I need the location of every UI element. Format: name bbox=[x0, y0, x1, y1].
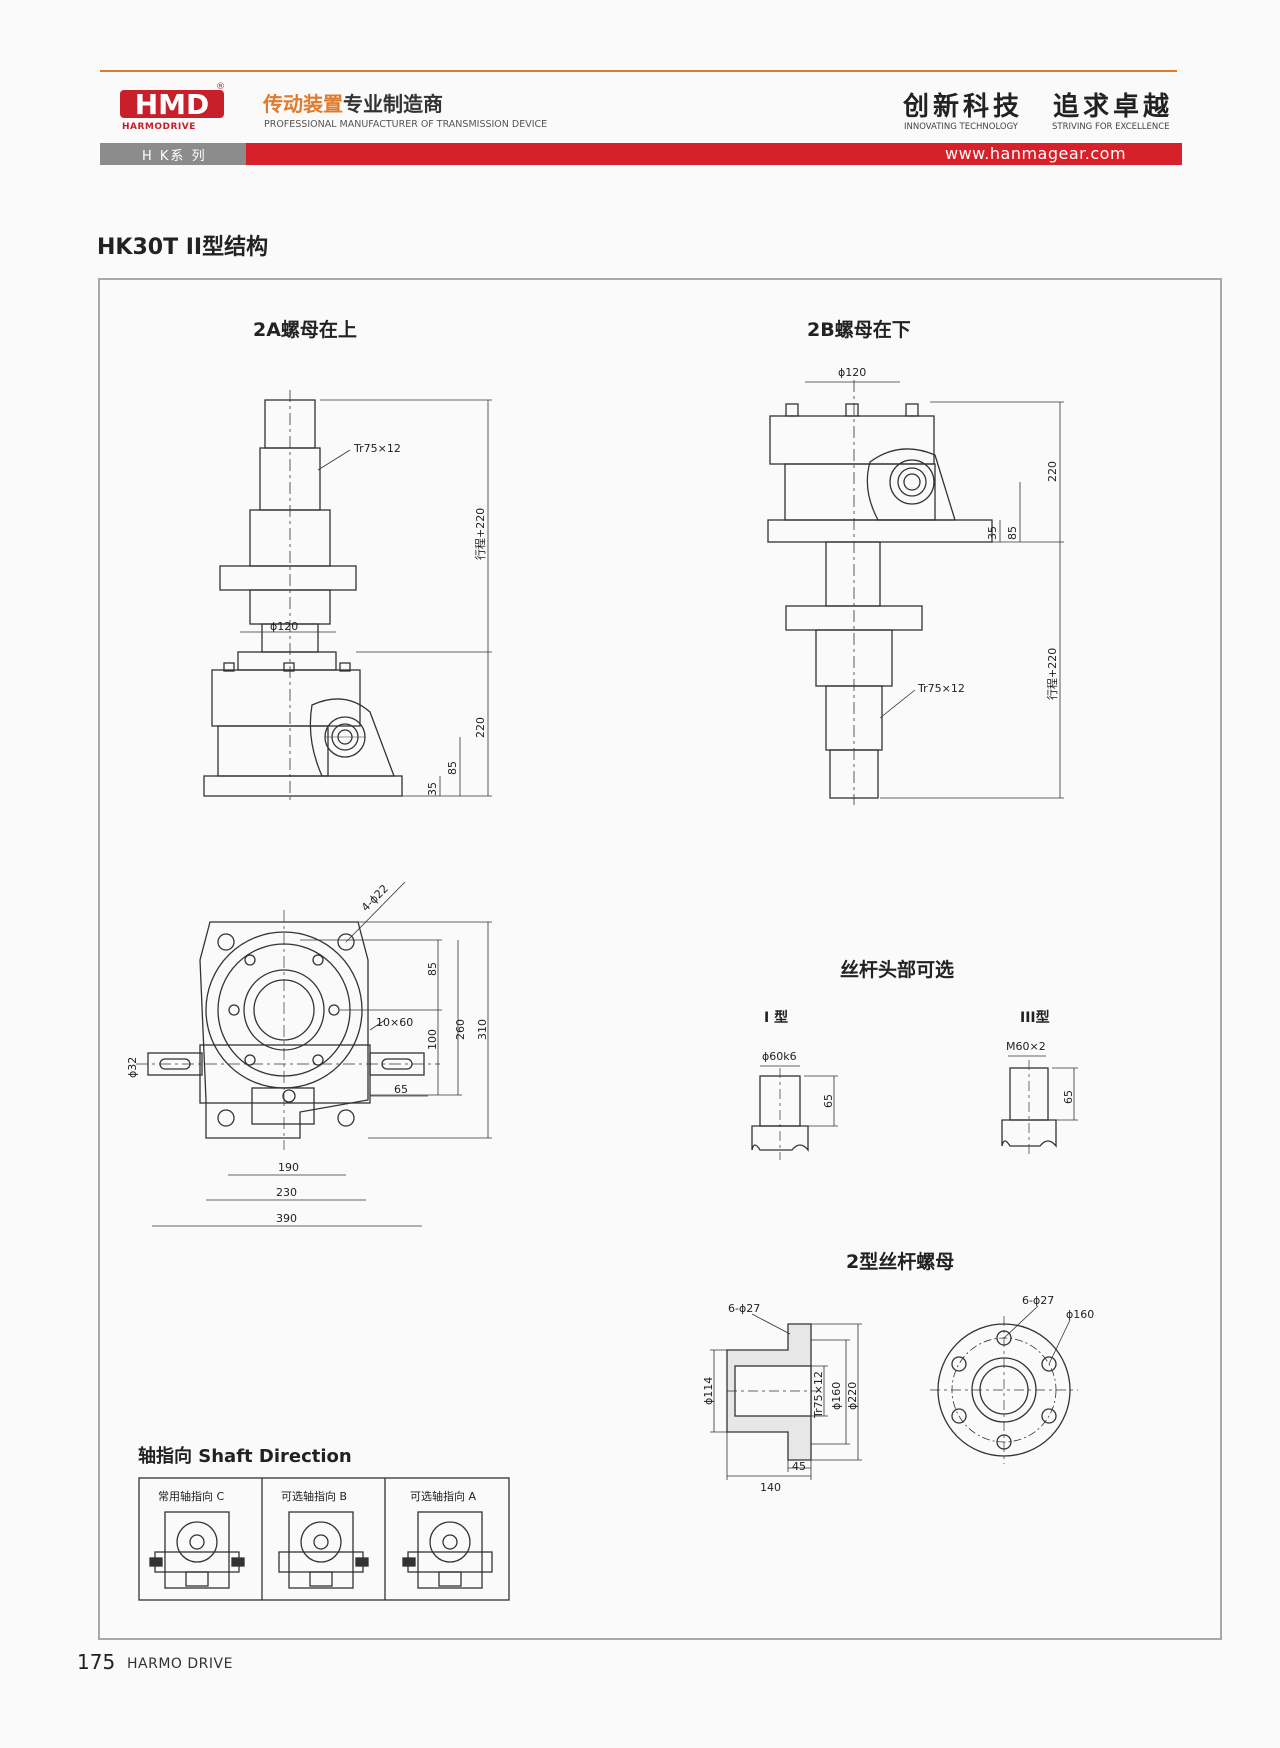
header-top-line bbox=[100, 70, 1177, 72]
header-red-bar bbox=[246, 143, 1182, 165]
view-2b-thread: Tr75×12 bbox=[917, 682, 965, 695]
nut-dia-220: ϕ220 bbox=[846, 1382, 859, 1410]
view-2b-dim-220: 220 bbox=[1046, 461, 1059, 482]
footer-brand: HARMO DRIVE bbox=[127, 1656, 233, 1672]
nut-thread: Tr75×12 bbox=[812, 1371, 825, 1419]
nut-dia-114: ϕ114 bbox=[702, 1377, 715, 1405]
tagline-english: PROFESSIONAL MANUFACTURER OF TRANSMISSIO… bbox=[264, 119, 548, 130]
tagline-part1: 传动装置 bbox=[263, 92, 343, 116]
nut-drawing: 2型丝杆螺母 6-ϕ27 ϕ114 Tr75×12 ϕ160 ϕ220 140 … bbox=[702, 1250, 1094, 1494]
top-view-dim-260: 260 bbox=[454, 1019, 467, 1040]
series-bar bbox=[100, 143, 246, 165]
view-2a-thread: Tr75×12 bbox=[353, 442, 401, 455]
nut-len-140: 140 bbox=[760, 1481, 781, 1494]
series-label: H K系 列 bbox=[142, 149, 207, 164]
top-view-dim-230: 230 bbox=[276, 1186, 297, 1199]
screw-head-type3-len: 65 bbox=[1062, 1090, 1075, 1104]
shaft-direction: 轴指向 Shaft Direction 常用轴指向 C 可选轴指向 B 可选轴指… bbox=[138, 1445, 510, 1601]
view-2a-dim-220: 220 bbox=[474, 717, 487, 738]
slogan-excellence: 追求卓越 bbox=[1053, 92, 1174, 122]
screw-head-type3-label: III型 bbox=[1020, 1009, 1050, 1026]
tagline-part2: 专业制造商 bbox=[343, 92, 443, 116]
website-link[interactable]: www.hanmagear.com bbox=[945, 144, 1127, 163]
view-2a-dim-35: 35 bbox=[426, 782, 439, 796]
page-number: 175 bbox=[77, 1650, 116, 1674]
tagline: 传动装置专业制造商 bbox=[263, 88, 443, 117]
view-2a-diameter: ϕ120 bbox=[270, 620, 298, 633]
slogan-excellence-english: STRIVING FOR EXCELLENCE bbox=[1052, 122, 1170, 132]
slogan-innovation: 创新科技 bbox=[903, 92, 1024, 122]
page-title: HK30T II型结构 bbox=[97, 235, 269, 260]
registered-mark: ® bbox=[216, 82, 225, 92]
top-view-key: 10×60 bbox=[376, 1016, 413, 1029]
top-view-shaft-dia: ϕ32 bbox=[126, 1057, 139, 1078]
top-view: 4-ϕ22 85 100 260 310 10×60 ϕ32 65 190 23… bbox=[126, 881, 492, 1227]
shaft-direction-cell-c: 常用轴指向 C bbox=[158, 1489, 224, 1503]
view-2b-title: 2B螺母在下 bbox=[807, 318, 911, 341]
view-2b-dim-35: 35 bbox=[986, 526, 999, 540]
screw-head-type1-label: I 型 bbox=[764, 1009, 788, 1026]
top-view-holes: 4-ϕ22 bbox=[359, 882, 391, 914]
screw-head-options: 丝杆头部可选 I 型 III型 ϕ60k6 M60×2 65 65 bbox=[751, 958, 1078, 1160]
nut-holes-side: 6-ϕ27 bbox=[728, 1302, 760, 1315]
top-view-dim-100: 100 bbox=[426, 1029, 439, 1050]
slogan-innovation-english: INNOVATING TECHNOLOGY bbox=[904, 122, 1018, 132]
screw-head-title: 丝杆头部可选 bbox=[840, 958, 954, 981]
top-view-dim-190: 190 bbox=[278, 1161, 299, 1174]
view-2b-stroke-dim: 行程+220 bbox=[1046, 648, 1059, 700]
view-2b: 2B螺母在下 ϕ120 Tr75×12 220 85 35 行程+220 bbox=[767, 318, 1064, 805]
view-2b-diameter: ϕ120 bbox=[838, 366, 866, 379]
view-2b-dim-85: 85 bbox=[1006, 526, 1019, 540]
nut-pcd: ϕ160 bbox=[1066, 1308, 1094, 1321]
screw-head-type1-spec: ϕ60k6 bbox=[762, 1050, 797, 1063]
nut-dia-160: ϕ160 bbox=[830, 1382, 843, 1410]
nut-title: 2型丝杆螺母 bbox=[846, 1250, 954, 1273]
top-view-dim-390: 390 bbox=[276, 1212, 297, 1225]
nut-len-45: 45 bbox=[792, 1460, 806, 1473]
logo-text: HMD bbox=[135, 88, 210, 121]
shaft-direction-title: 轴指向 Shaft Direction bbox=[138, 1445, 352, 1467]
top-view-dim-85: 85 bbox=[426, 962, 439, 976]
view-2a: 2A螺母在上 Tr75×12 ϕ120 行程+220 bbox=[203, 318, 492, 800]
top-view-dim-310: 310 bbox=[476, 1019, 489, 1040]
top-view-dim-65: 65 bbox=[394, 1083, 408, 1096]
screw-head-type1-len: 65 bbox=[822, 1094, 835, 1108]
drawing-frame bbox=[98, 278, 1222, 1640]
nut-holes-front: 6-ϕ27 bbox=[1022, 1294, 1054, 1307]
brand-logo: HMD bbox=[120, 88, 224, 121]
logo-subtext: HARMODRIVE bbox=[122, 122, 196, 132]
screw-head-type3-spec: M60×2 bbox=[1006, 1040, 1046, 1053]
shaft-direction-cell-a: 可选轴指向 A bbox=[410, 1489, 476, 1503]
view-2a-dim-85: 85 bbox=[446, 761, 459, 775]
view-2a-stroke-dim: 行程+220 bbox=[474, 508, 487, 560]
shaft-direction-cell-b: 可选轴指向 B bbox=[281, 1489, 347, 1503]
view-2a-title: 2A螺母在上 bbox=[253, 318, 357, 341]
